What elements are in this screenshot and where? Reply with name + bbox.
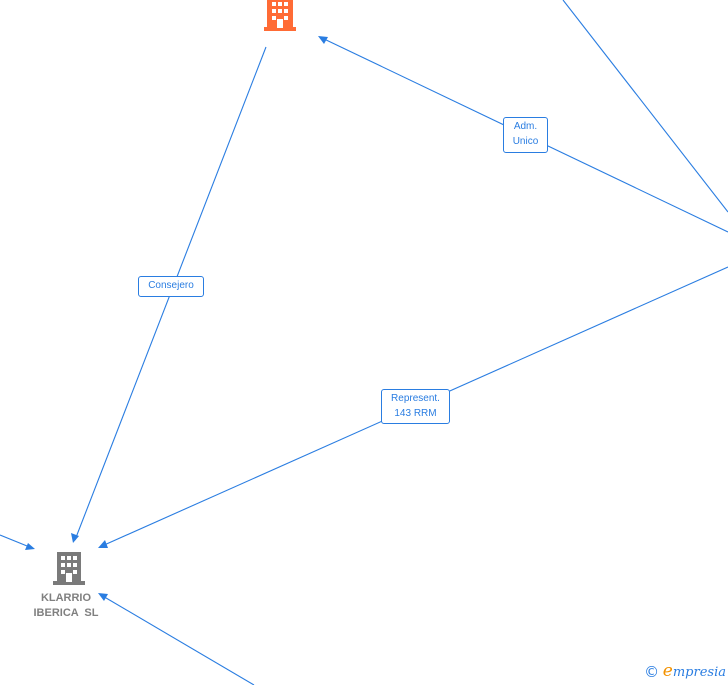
building-icon[interactable] [264, 0, 296, 31]
edge-label-represent[interactable]: Represent. 143 RRM [381, 389, 450, 424]
empresia-watermark: © empresia [644, 661, 726, 681]
company-label-line: IBERICA SL [33, 607, 99, 619]
edge-line-upper-right [562, 0, 728, 213]
arrow-head [98, 593, 108, 601]
copyright-icon: © [644, 663, 660, 681]
arrow-head [318, 36, 328, 44]
edge-line-bottom-incoming [100, 594, 255, 685]
edge-line-left-incoming [0, 534, 33, 549]
arrow-head [71, 533, 79, 543]
edge-label-adm-unico[interactable]: Adm. Unico [503, 117, 548, 153]
company-label-line: KLARRIO [40, 592, 92, 604]
edge-label-line: Consejero [148, 280, 194, 291]
brand-logo-text: mpresia [672, 665, 726, 680]
building-icon[interactable] [53, 552, 85, 585]
edge-label-line: Adm. [513, 121, 538, 132]
edge-label-line: 143 RRM [394, 408, 437, 419]
arrow-head [98, 540, 108, 548]
brand-logo-initial: e [662, 661, 673, 681]
edge-label-consejero[interactable]: Consejero [138, 276, 204, 297]
company-label-klarrio[interactable]: KLARRIO IBERICA SL [22, 591, 110, 621]
arrow-head [25, 543, 35, 550]
edge-label-line: Unico [512, 136, 539, 147]
edge-label-line: Represent. [391, 393, 440, 404]
